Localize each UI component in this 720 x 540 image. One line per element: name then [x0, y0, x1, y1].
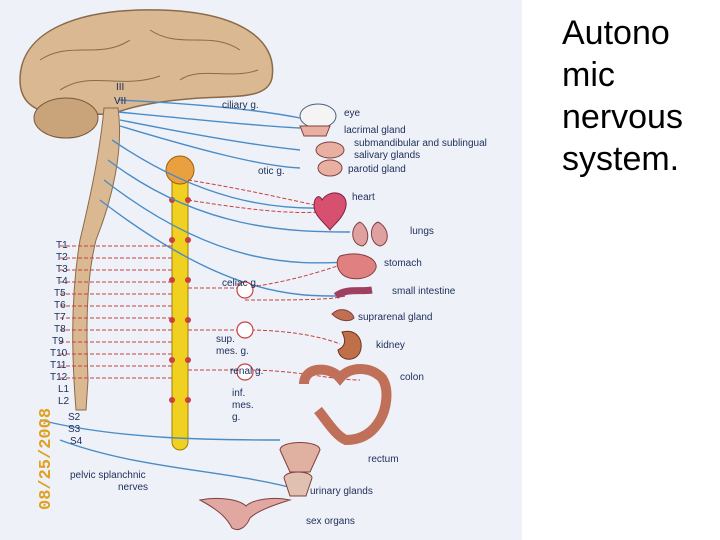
- bladder-organ: [284, 472, 312, 496]
- segment-T10: T10: [50, 348, 68, 359]
- spinal-cord: [172, 160, 188, 450]
- intestine-organ: [336, 290, 372, 296]
- label-sex-organs: sex organs: [306, 516, 355, 527]
- segment-T11: T11: [50, 360, 67, 371]
- segment-T4: T4: [56, 276, 68, 287]
- segment-T9: T9: [52, 336, 64, 347]
- segment-S3: S3: [68, 424, 81, 435]
- label-ciliary-ganglion: ciliary g.: [222, 100, 259, 111]
- segment-S2: S2: [68, 412, 81, 423]
- segment-L1: L1: [58, 384, 70, 395]
- label-cranial-III: III: [116, 82, 124, 93]
- label-urinary-glands: urinary glands: [310, 486, 373, 497]
- label-pelvic-splanchnic-2: nerves: [118, 482, 148, 493]
- label-parotid-gland: parotid gland: [348, 164, 406, 175]
- suprarenal-organ: [332, 310, 354, 321]
- colon-organ: [304, 369, 386, 440]
- lacrimal-organ: [300, 126, 330, 136]
- label-lacrimal-gland: lacrimal gland: [344, 125, 406, 136]
- label-rectum: rectum: [368, 454, 399, 465]
- lungs-organ: [353, 222, 388, 246]
- label-submandibular-2: salivary glands: [354, 150, 420, 161]
- sex-organs: [200, 498, 290, 529]
- stomach-organ: [337, 254, 376, 279]
- segment-L2: L2: [58, 396, 70, 407]
- segment-T5: T5: [54, 288, 66, 299]
- diagram-svg: 08/25/2008 III VII T1 T2 T3 T4 T5 T6 T7 …: [0, 0, 522, 540]
- spinal-column: [73, 108, 120, 410]
- label-inf-mes-ganglion-3: g.: [232, 412, 240, 423]
- label-inf-mes-ganglion-1: inf.: [232, 388, 245, 399]
- label-otic-ganglion: otic g.: [258, 166, 285, 177]
- eye-organ: [300, 104, 336, 128]
- rectum-organ: [280, 443, 320, 473]
- heart-organ: [314, 193, 346, 230]
- segment-T12: T12: [50, 372, 68, 383]
- label-inf-mes-ganglion-2: mes.: [232, 400, 254, 411]
- label-sup-mes-ganglion-1: sup.: [216, 334, 235, 345]
- segment-T2: T2: [56, 252, 68, 263]
- label-kidney: kidney: [376, 340, 405, 351]
- segment-T3: T3: [56, 264, 68, 275]
- autonomic-nervous-system-diagram: 08/25/2008 III VII T1 T2 T3 T4 T5 T6 T7 …: [0, 0, 522, 540]
- segment-T6: T6: [54, 300, 66, 311]
- segment-T8: T8: [54, 324, 66, 335]
- label-pelvic-splanchnic-1: pelvic splanchnic: [70, 470, 146, 481]
- segment-T7: T7: [54, 312, 66, 323]
- segment-T1: T1: [56, 240, 68, 251]
- label-lungs: lungs: [410, 226, 434, 237]
- salivary-organ: [316, 142, 344, 158]
- slide-title: Autono mic nervous system.: [562, 12, 712, 180]
- kidney-organ: [338, 331, 361, 359]
- label-sup-mes-ganglion-2: mes. g.: [216, 346, 249, 357]
- label-eye: eye: [344, 108, 361, 119]
- label-submandibular-1: submandibular and sublingual: [354, 138, 487, 149]
- photo-date-stamp: 08/25/2008: [37, 408, 56, 510]
- label-stomach: stomach: [384, 258, 422, 269]
- parotid-organ: [318, 160, 342, 176]
- segment-S4: S4: [70, 436, 83, 447]
- label-small-intestine: small intestine: [392, 286, 456, 297]
- label-suprarenal-gland: suprarenal gland: [358, 312, 433, 323]
- label-cranial-VII: VII: [114, 96, 126, 107]
- cerebellum: [34, 98, 98, 138]
- label-renal-ganglion: renal g.: [230, 366, 263, 377]
- label-colon: colon: [400, 372, 424, 383]
- label-heart: heart: [352, 192, 375, 203]
- label-celiac-ganglion: celiac g.: [222, 278, 259, 289]
